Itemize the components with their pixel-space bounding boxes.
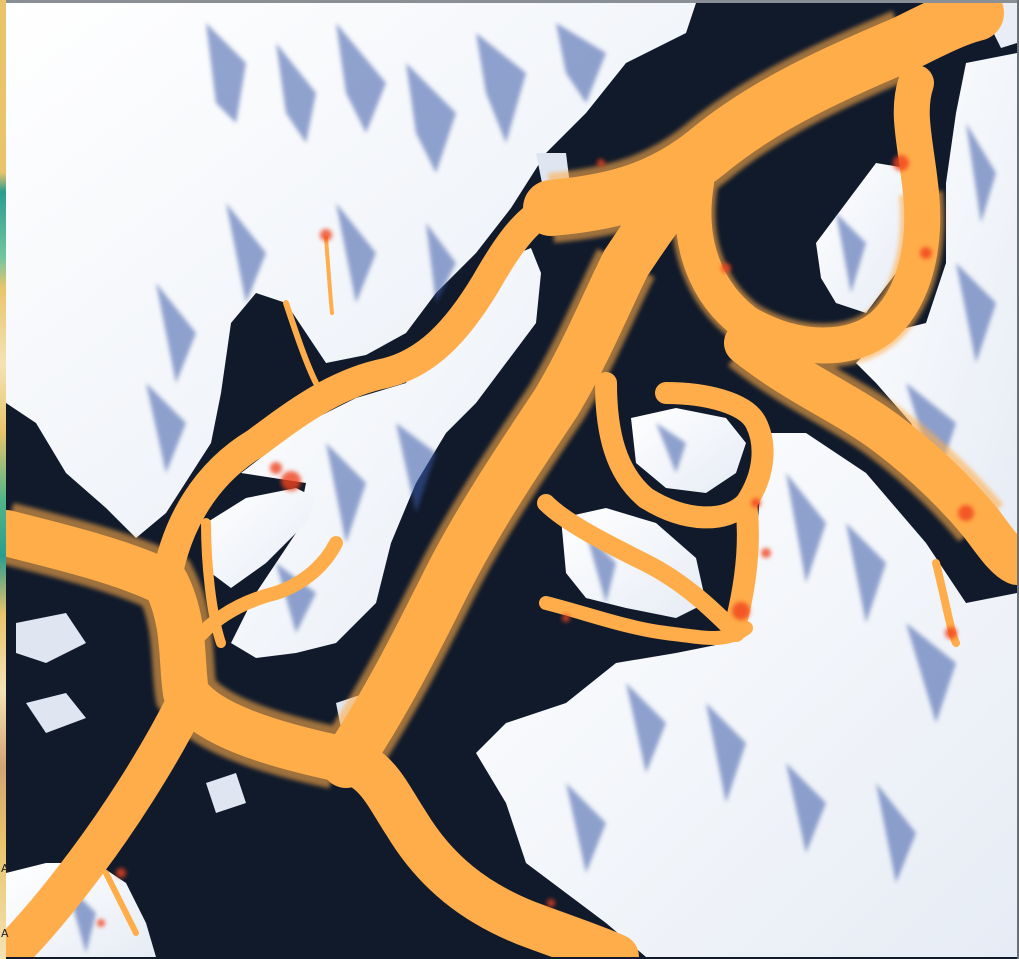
edge-glyph-b: A [1, 927, 9, 940]
track-loop-west [151, 193, 566, 598]
underlying-map-strip [0, 0, 6, 959]
track-scatter [6, 10, 1004, 789]
track-channel-southwest [6, 683, 206, 957]
top-border [0, 0, 1019, 3]
track-hotspots [97, 155, 974, 927]
edge-glyph-a: A [1, 862, 9, 875]
hotspot-north-inlet [320, 229, 332, 241]
island-southwest-loop [206, 488, 316, 588]
island-central-ridge [231, 248, 541, 658]
hotspot-west-inlet [281, 471, 301, 491]
satellite-map-canvas[interactable] [6, 3, 1017, 957]
right-border [1017, 0, 1019, 959]
hotspot-east-arm [958, 505, 974, 521]
island-east-ring [816, 163, 911, 313]
hotspot-ring-east [893, 155, 909, 171]
hotspot-center-loop [732, 602, 750, 620]
ice-bits-west [16, 613, 86, 663]
terrain-shadows [66, 23, 996, 953]
